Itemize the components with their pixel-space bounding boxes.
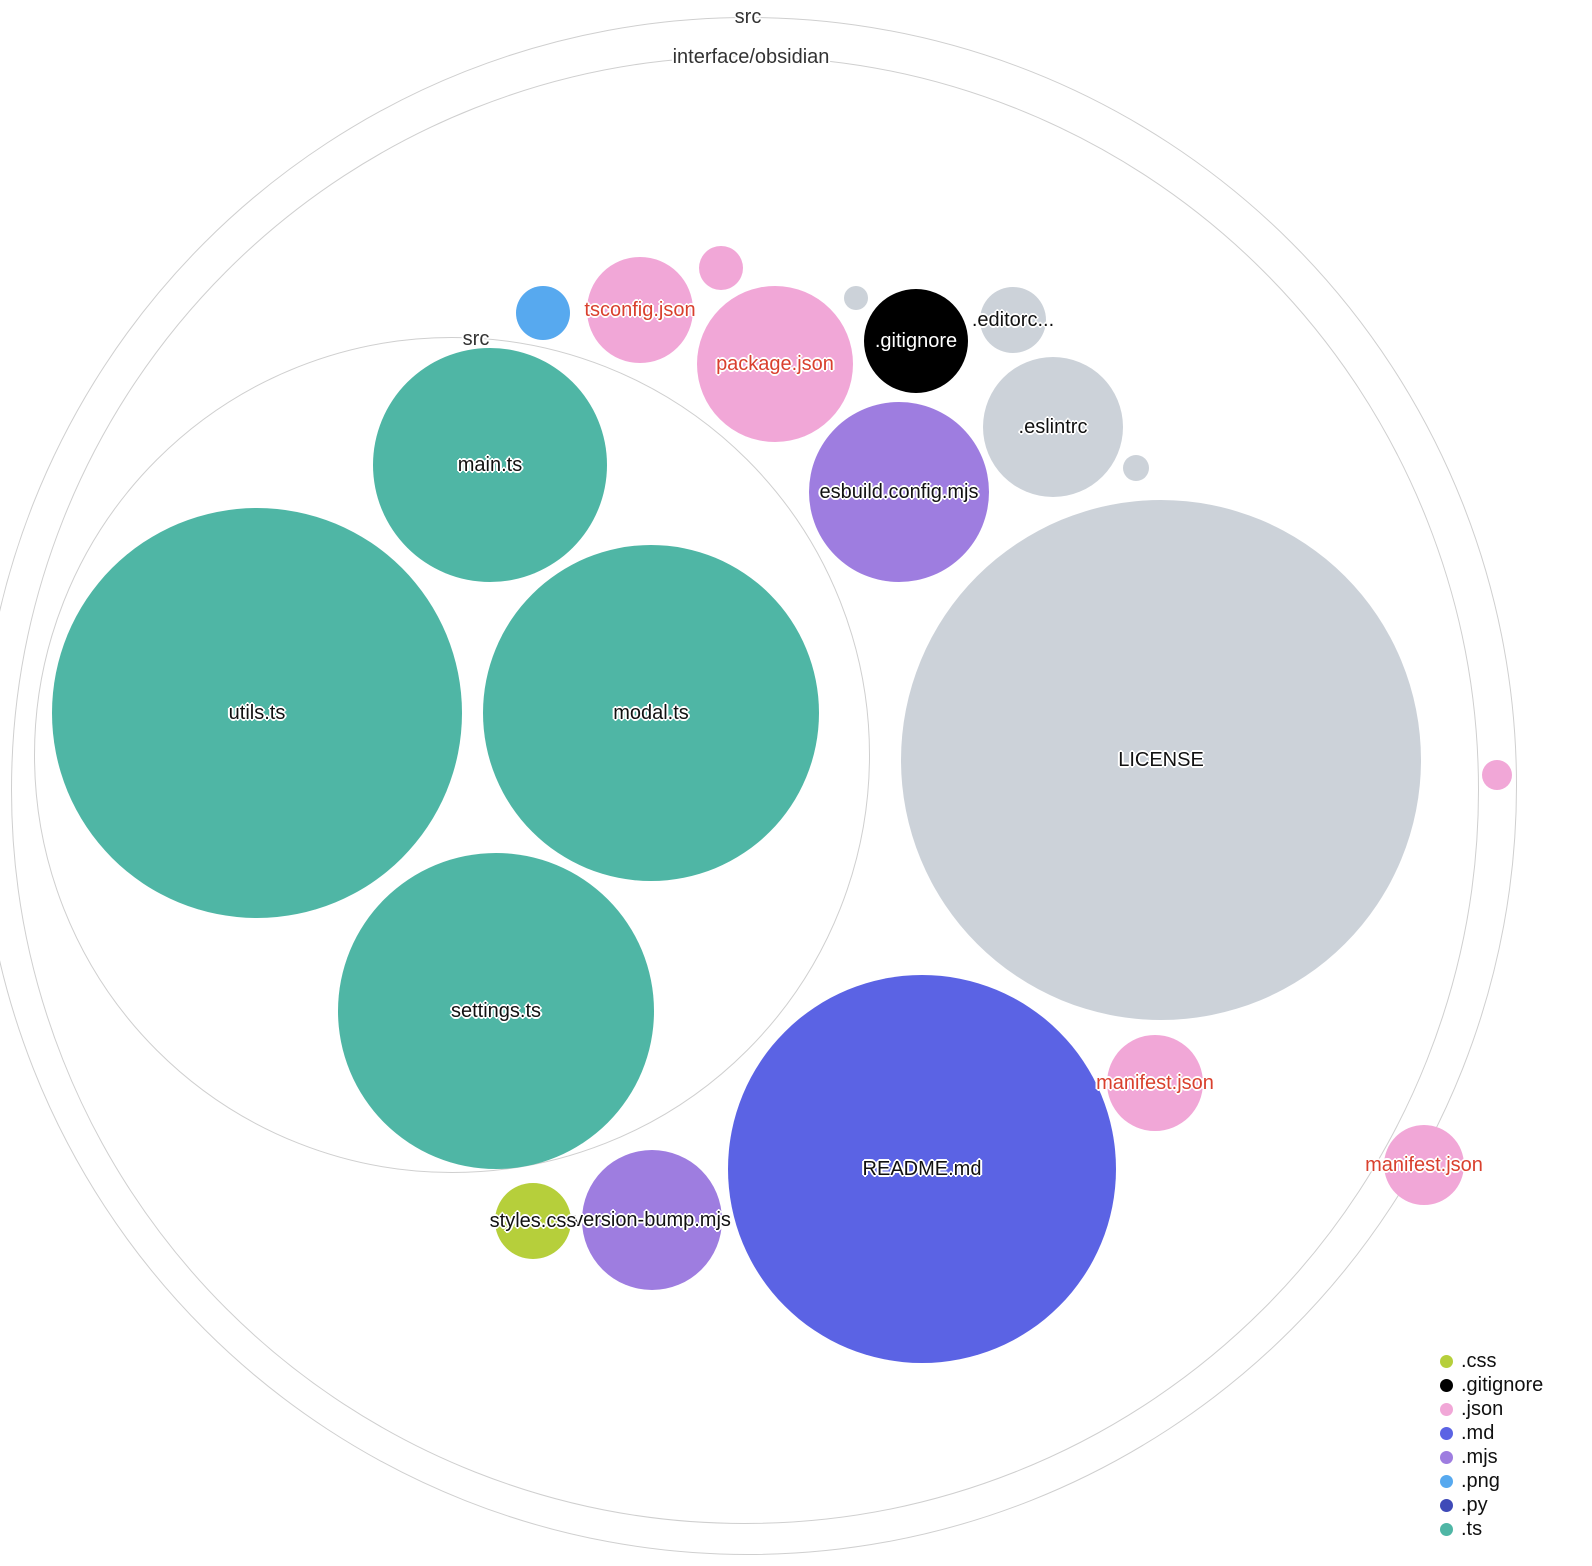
file-circle-main-ts [373, 348, 607, 582]
legend: .css.gitignore.json.md.mjs.png.py.ts [1440, 1349, 1543, 1541]
file-circle-package-json [697, 286, 853, 442]
file-circle-gray-small-top [844, 286, 868, 310]
file-circle-json-small-right [1482, 760, 1512, 790]
legend-label: .md [1461, 1422, 1495, 1444]
legend-row-css: .css [1440, 1349, 1543, 1373]
legend-dot-gitignore [1440, 1378, 1453, 1392]
file-circle-gitignore [864, 289, 968, 393]
legend-row-md: .md [1440, 1421, 1543, 1445]
legend-label: .py [1461, 1494, 1488, 1516]
folder-circle-root [0, 17, 1517, 1555]
legend-dot-json [1440, 1402, 1453, 1416]
file-circle-settings-ts [338, 853, 654, 1169]
file-circle-readme-md [728, 975, 1116, 1363]
file-circle-manifest-json [1107, 1035, 1203, 1131]
legend-dot-png [1440, 1474, 1453, 1488]
legend-dot-ts [1440, 1522, 1453, 1536]
file-circle-eslintrc [983, 357, 1123, 497]
file-circle-json-small-top [699, 246, 743, 290]
file-circle-png-file [516, 286, 570, 340]
file-circle-esbuild-config-mjs [809, 402, 989, 582]
legend-label: .mjs [1461, 1446, 1498, 1468]
legend-row-ts: .ts [1440, 1517, 1543, 1541]
legend-dot-md [1440, 1426, 1453, 1440]
file-circle-editorconfig [980, 287, 1046, 353]
legend-label: .css [1461, 1350, 1497, 1372]
legend-row-json: .json [1440, 1397, 1543, 1421]
file-circle-manifest-json-outer [1384, 1125, 1464, 1205]
legend-row-png: .png [1440, 1469, 1543, 1493]
legend-row-gitignore: .gitignore [1440, 1373, 1543, 1397]
file-circle-modal-ts [483, 545, 819, 881]
legend-dot-py [1440, 1498, 1453, 1512]
file-circle-tsconfig-json [587, 257, 693, 363]
legend-row-mjs: .mjs [1440, 1445, 1543, 1469]
legend-row-py: .py [1440, 1493, 1543, 1517]
folder-circle-repo [11, 56, 1479, 1524]
legend-label: .json [1461, 1398, 1504, 1420]
legend-dot-mjs [1440, 1450, 1453, 1464]
file-circle-styles-css [495, 1183, 571, 1259]
file-circle-utils-ts [52, 508, 462, 918]
file-circle-version-bump-mjs [582, 1150, 722, 1290]
legend-label: .gitignore [1461, 1374, 1544, 1396]
legend-label: .ts [1461, 1518, 1483, 1540]
file-circle-gray-small-license [1123, 455, 1149, 481]
file-circle-license [901, 500, 1421, 1020]
legend-dot-css [1440, 1354, 1453, 1368]
legend-label: .png [1461, 1470, 1500, 1492]
folder-circle-src [34, 337, 870, 1173]
